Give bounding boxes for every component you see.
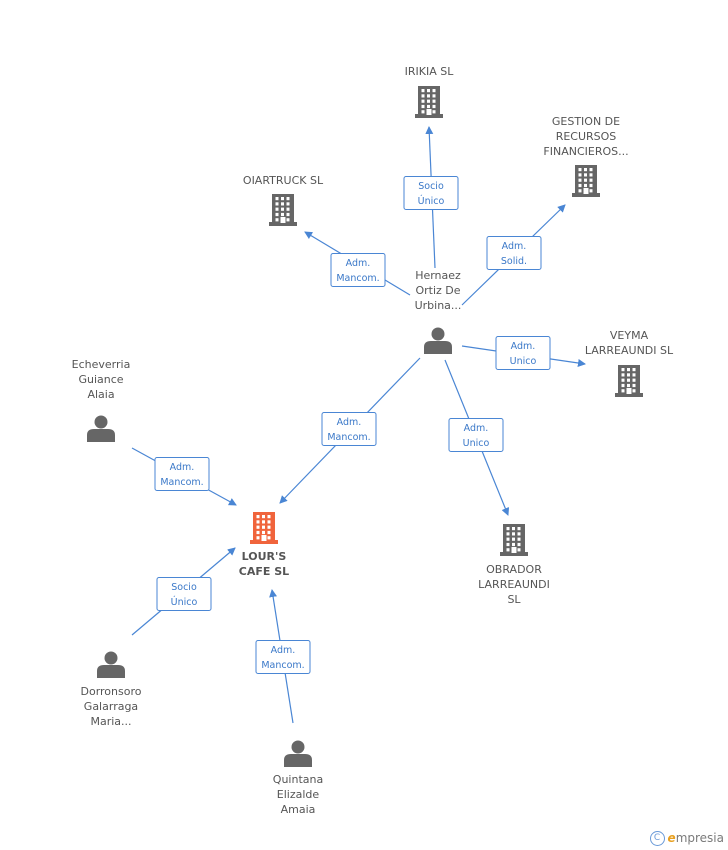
edge-hernaez-oiartruck: Adm. Mancom.: [304, 231, 411, 296]
node-label: Hernaez: [415, 269, 461, 282]
node-label: LARREAUNDI: [478, 578, 550, 591]
relation-label-text: Adm.: [337, 417, 362, 428]
building-icon: [572, 165, 600, 197]
relation-label-box: [154, 457, 210, 491]
node-label: VEYMA: [610, 329, 649, 342]
nodes-layer: LOUR'S CAFE SL IRIKIA SL GESTION DE RECURSOS…: [72, 65, 674, 816]
node-label: Alaia: [87, 388, 114, 401]
relation-label-box: [448, 418, 504, 452]
edge-quintana-lours: Adm. Mancom.: [255, 589, 311, 724]
brand-name: mpresia: [675, 831, 724, 845]
edge-hernaez-lours: Adm. Mancom.: [279, 357, 421, 504]
node-label: FINANCIEROS...: [543, 145, 628, 158]
relation-label[interactable]: Adm. Unico: [495, 336, 551, 370]
relation-label-text: Socio: [418, 181, 444, 192]
relation-label[interactable]: Adm. Solid.: [486, 236, 542, 270]
relation-label-text: Mancom.: [160, 477, 203, 488]
node-label: CAFE SL: [239, 565, 289, 578]
building-icon: [269, 194, 297, 226]
person-icon: [424, 327, 452, 354]
relation-label-box: [330, 253, 386, 287]
relation-label-text: Solid.: [501, 256, 527, 267]
person-icon: [87, 415, 115, 442]
relation-label-box: [403, 176, 459, 210]
building-icon: [250, 512, 278, 544]
relation-label-text: Adm.: [511, 341, 536, 352]
relation-label-text: Socio: [171, 582, 197, 593]
node-label: IRIKIA SL: [405, 65, 455, 78]
relation-label-box: [255, 640, 311, 674]
node-label: Urbina...: [415, 299, 462, 312]
company-node-gestion[interactable]: GESTION DE RECURSOS FINANCIEROS...: [543, 115, 629, 197]
company-node-lours[interactable]: LOUR'S CAFE SL: [239, 512, 289, 578]
edge-hernaez-obrador: Adm. Unico: [444, 359, 510, 516]
edge-hernaez-veyma: Adm. Unico: [461, 336, 586, 370]
edge-echeverria-lours: Adm. Mancom.: [131, 447, 237, 506]
relation-label-text: Mancom.: [327, 432, 370, 443]
relation-label-text: Adm.: [271, 645, 296, 656]
node-label: Elizalde: [277, 788, 320, 801]
node-label: Ortiz De: [415, 284, 460, 297]
company-node-obrador[interactable]: OBRADOR LARREAUNDI SL: [478, 524, 550, 606]
copyright-icon: C: [649, 831, 665, 846]
node-label: SL: [507, 593, 521, 606]
relation-label-text: Unico: [463, 438, 490, 449]
relation-label-box: [156, 577, 212, 611]
node-label: GESTION DE: [552, 115, 620, 128]
relation-label-box: [495, 336, 551, 370]
edges-layer: SocioÚnicoAdm.Solid.Adm.Mancom.Adm.Unico…: [131, 126, 586, 724]
relation-label[interactable]: Adm. Unico: [448, 418, 504, 452]
relation-label-text: Adm.: [170, 462, 195, 473]
node-label: Quintana: [273, 773, 323, 786]
company-node-oiartruck[interactable]: OIARTRUCK SL: [243, 174, 324, 226]
node-label: Echeverria: [72, 358, 131, 371]
relation-label-text: Mancom.: [336, 273, 379, 284]
relation-label[interactable]: Adm. Mancom.: [321, 412, 377, 446]
node-label: LARREAUNDI SL: [585, 344, 674, 357]
node-label: OBRADOR: [486, 563, 542, 576]
relation-label-text: Único: [418, 195, 445, 207]
edge-hernaez-gestion: Adm. Solid.: [461, 204, 566, 306]
building-icon: [415, 86, 443, 118]
relation-label-text: Adm.: [502, 241, 527, 252]
relation-label-text: Mancom.: [261, 660, 304, 671]
building-icon: [500, 524, 528, 556]
node-label: Maria...: [90, 715, 131, 728]
node-label: OIARTRUCK SL: [243, 174, 324, 187]
relation-label-box: [321, 412, 377, 446]
brand-initial: e: [667, 831, 676, 845]
relation-label[interactable]: Adm. Mancom.: [154, 457, 210, 491]
relation-label-box: [486, 236, 542, 270]
node-label: RECURSOS: [556, 130, 617, 143]
relation-label[interactable]: Adm. Mancom.: [330, 253, 386, 287]
person-node-dorronsoro[interactable]: DorronsoroGalarragaMaria...: [81, 651, 142, 729]
relation-label-text: Único: [171, 596, 198, 608]
company-node-irikia[interactable]: IRIKIA SL: [405, 65, 455, 118]
person-icon: [97, 651, 125, 678]
company-node-veyma[interactable]: VEYMA LARREAUNDI SL: [585, 329, 674, 397]
relation-label-text: Adm.: [346, 258, 371, 269]
node-label: LOUR'S: [242, 550, 287, 563]
relation-label[interactable]: Adm. Mancom.: [255, 640, 311, 674]
node-label: Dorronsoro: [81, 685, 142, 698]
relation-label-text: Adm.: [464, 423, 489, 434]
node-label: Amaia: [281, 803, 316, 816]
relation-label-text: Unico: [510, 356, 537, 367]
node-label: Guiance: [78, 373, 123, 386]
building-icon: [615, 365, 643, 397]
person-icon: [284, 740, 312, 767]
node-label: Galarraga: [84, 700, 138, 713]
